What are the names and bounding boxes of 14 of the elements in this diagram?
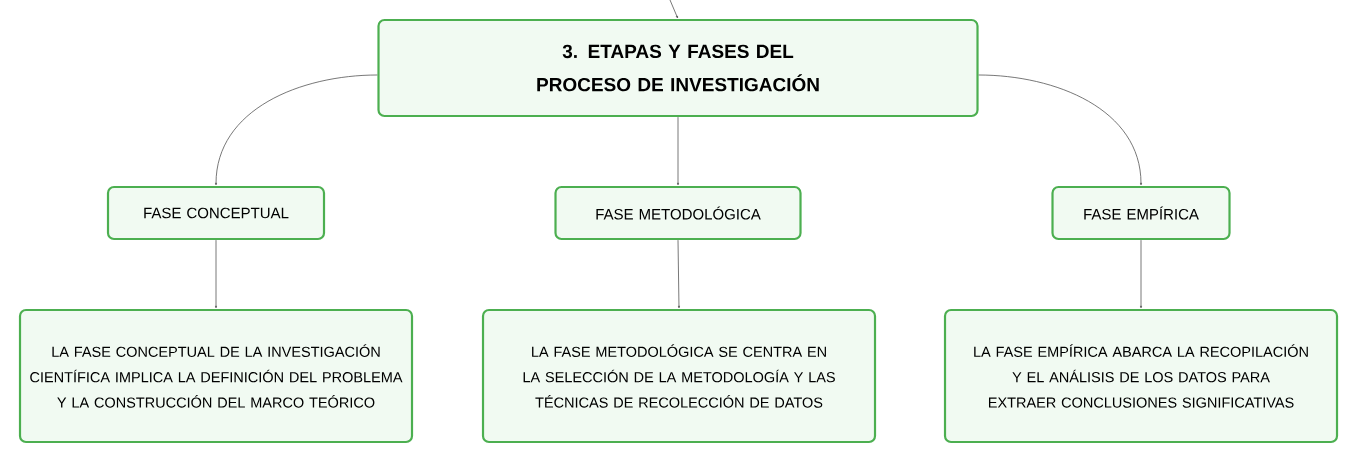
title-box: 3. ETAPAS Y FASES DEL PROCESO DE INVESTIGACIÓN [377,18,979,118]
phase-box: FASE METODOLÓGICA [554,185,802,241]
arrow [669,0,678,19]
description-box: LA FASE CONCEPTUAL DE LA INVESTIGACIÓN CIENTÍFICA IMPLICA LA DEFINICIÓN DEL PROBLEMA Y LA CONSTRUCCIÓN DEL MARCO TEÓRICO [18,308,414,444]
description-box: LA FASE EMPÍRICA ABARCA LA RECOPILACIÓN Y EL ANÁLISIS DE LOS DATOS PARA EXTRAER CONCLUSIONES SIGNIFICATIVAS [943,308,1339,444]
arrow [214,74,378,186]
phase-box: FASE EMPÍRICA [1051,185,1231,241]
arrow [214,239,218,309]
phase-box: FASE CONCEPTUAL [106,185,326,241]
arrow [677,239,681,309]
description-box: LA FASE METODOLÓGICA SE CENTRA EN LA SELECCIÓN DE LA METODOLOGÍA Y LAS TÉCNICAS DE RECOLECCIÓN DE DATOS [481,308,877,444]
arrow [978,74,1143,186]
arrow [1139,239,1143,309]
arrow [676,116,680,186]
